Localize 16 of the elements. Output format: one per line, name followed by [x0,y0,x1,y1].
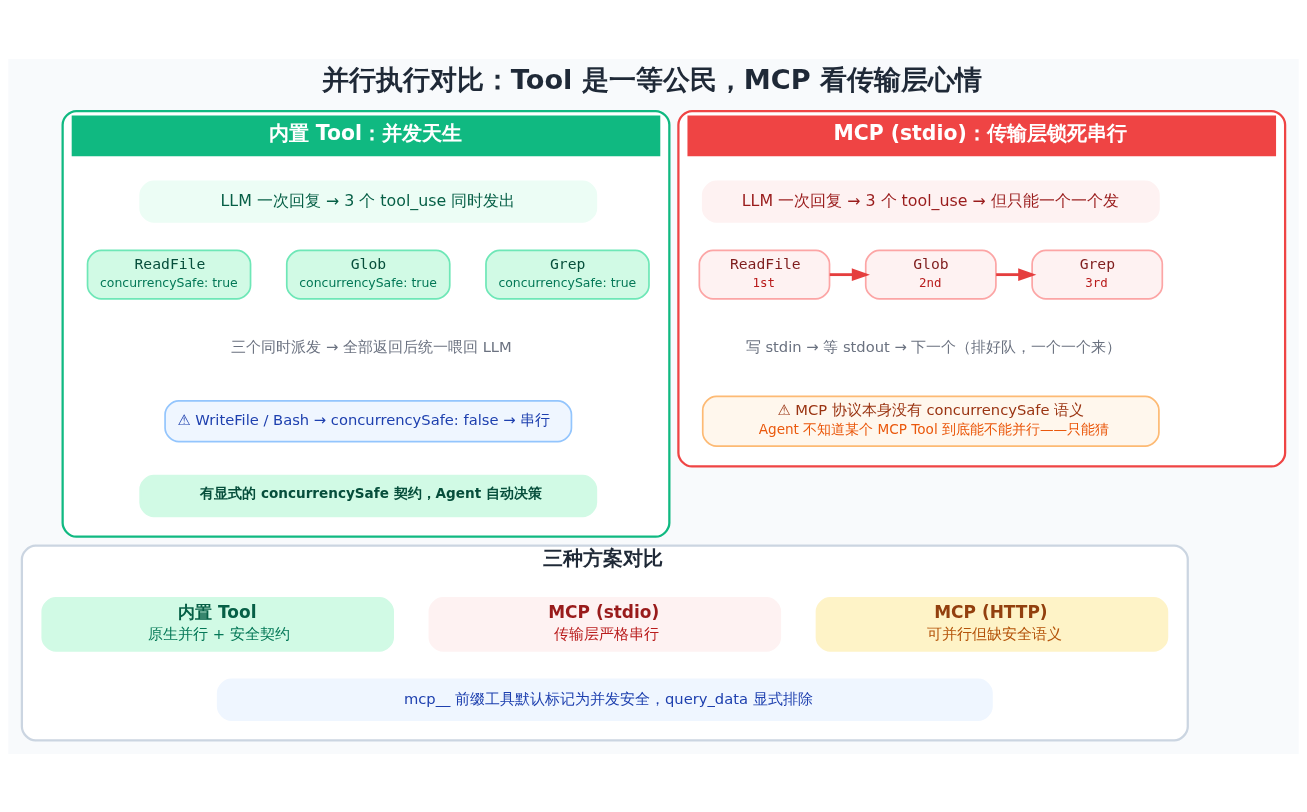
node-box: ReadFile 1st [698,248,831,300]
node-box: MCP (HTTP) 可并行但缺安全语义 [815,596,1169,652]
node-box: Glob 2nd [864,248,997,300]
diagram-title: 并行执行对比：Tool 是一等公民，MCP 看传输层心情 [321,63,983,95]
node-box: 内置 Tool 原生并行 + 安全契约 [41,596,394,652]
node-box: 有显式的 concurrencySafe 契约，Agent 自动决策 [139,474,598,517]
label: 写 stdin → 等 stdout → 下一个（排好队，一个一个来） [745,336,1122,354]
node-box: ReadFile concurrencySafe: true [86,248,252,300]
node-box: Grep concurrencySafe: true [485,248,650,300]
node-box: ⚠ MCP 协议本身没有 concurrencySafe 语义 Agent 不知道某个 MCP Tool 到底能不能并行——只能猜 [701,394,1160,447]
node-box: Glob concurrencySafe: true [285,248,451,300]
node-box: ⚠ WriteFile / Bash → concurrencySafe: false → 串行 [164,399,573,442]
arrow [829,267,870,281]
arrow [996,267,1037,281]
node-box: Grep 3rd [1031,248,1164,300]
label: 三个同时派发 → 全部返回后统一喂回 LLM [231,336,512,354]
